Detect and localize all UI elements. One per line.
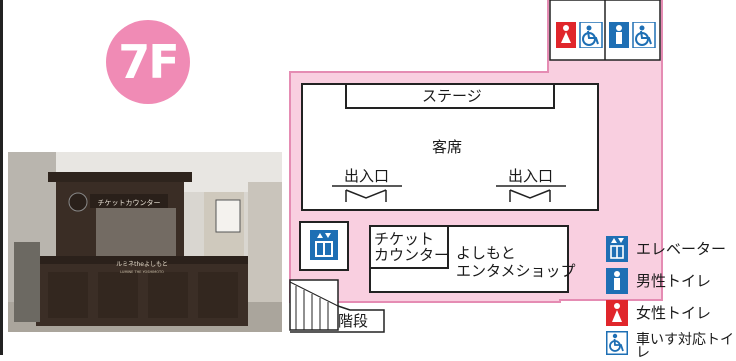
legend-item-womens-toilet: 女性トイレ [606, 300, 711, 330]
ticket-counter-label-2: カウンター [374, 246, 450, 264]
stairs-label: 階段 [338, 312, 369, 330]
wheelchair-icon [632, 22, 656, 48]
legend-mens-toilet-label: 男性トイレ [636, 272, 712, 290]
stairs-area [289, 279, 339, 331]
plan-restroom-icons-2 [609, 22, 656, 48]
legend-elevator-label: エレベーター [636, 240, 727, 258]
mens-toilet-icon [609, 22, 629, 48]
legend-wheelchair-label: 車いす対応トイレ [636, 332, 734, 361]
mens-toilet-icon [606, 268, 628, 294]
legend: エレベーター 男性トイレ 女性トイレ 車いす対応トイレ [606, 236, 736, 360]
counter-front-text: ルミネtheよしもと [116, 261, 168, 268]
womens-toilet-icon [606, 300, 628, 326]
stage-label: ステージ [422, 87, 482, 105]
stage-area [345, 83, 555, 109]
counter-sign-text: チケットカウンター [98, 198, 161, 207]
plan-restroom-icons-1 [556, 22, 603, 48]
ticket-counter-area [369, 225, 449, 269]
legend-womens-toilet-label: 女性トイレ [636, 304, 712, 322]
womens-toilet-icon [556, 22, 576, 48]
wheelchair-icon [606, 331, 628, 355]
floor-badge: 7F [106, 20, 190, 104]
elevator-icon [310, 230, 338, 260]
wheelchair-icon [579, 22, 603, 48]
entrance-left-label: 出入口 [344, 167, 390, 185]
elevator-icon [606, 236, 628, 262]
legend-item-elevator: エレベーター [606, 236, 726, 266]
entrance-right-label: 出入口 [508, 167, 554, 185]
legend-item-mens-toilet: 男性トイレ [606, 268, 711, 298]
ticket-counter-label-1: チケット [374, 230, 435, 248]
entrance-right-door [509, 189, 551, 199]
shop-label-1: よしもと [456, 244, 516, 262]
divider-line [0, 0, 3, 355]
seats-label: 客席 [432, 138, 463, 156]
counter-front-subtext: LUMINE THE YOSHIMOTO [120, 270, 164, 274]
shop-label-2: エンタメショップ [456, 262, 576, 280]
entrance-left-door [345, 189, 387, 199]
ticket-counter-photo: チケットカウンター ルミネtheよしもと LUMINE THE YOSHIMOT… [8, 152, 282, 332]
